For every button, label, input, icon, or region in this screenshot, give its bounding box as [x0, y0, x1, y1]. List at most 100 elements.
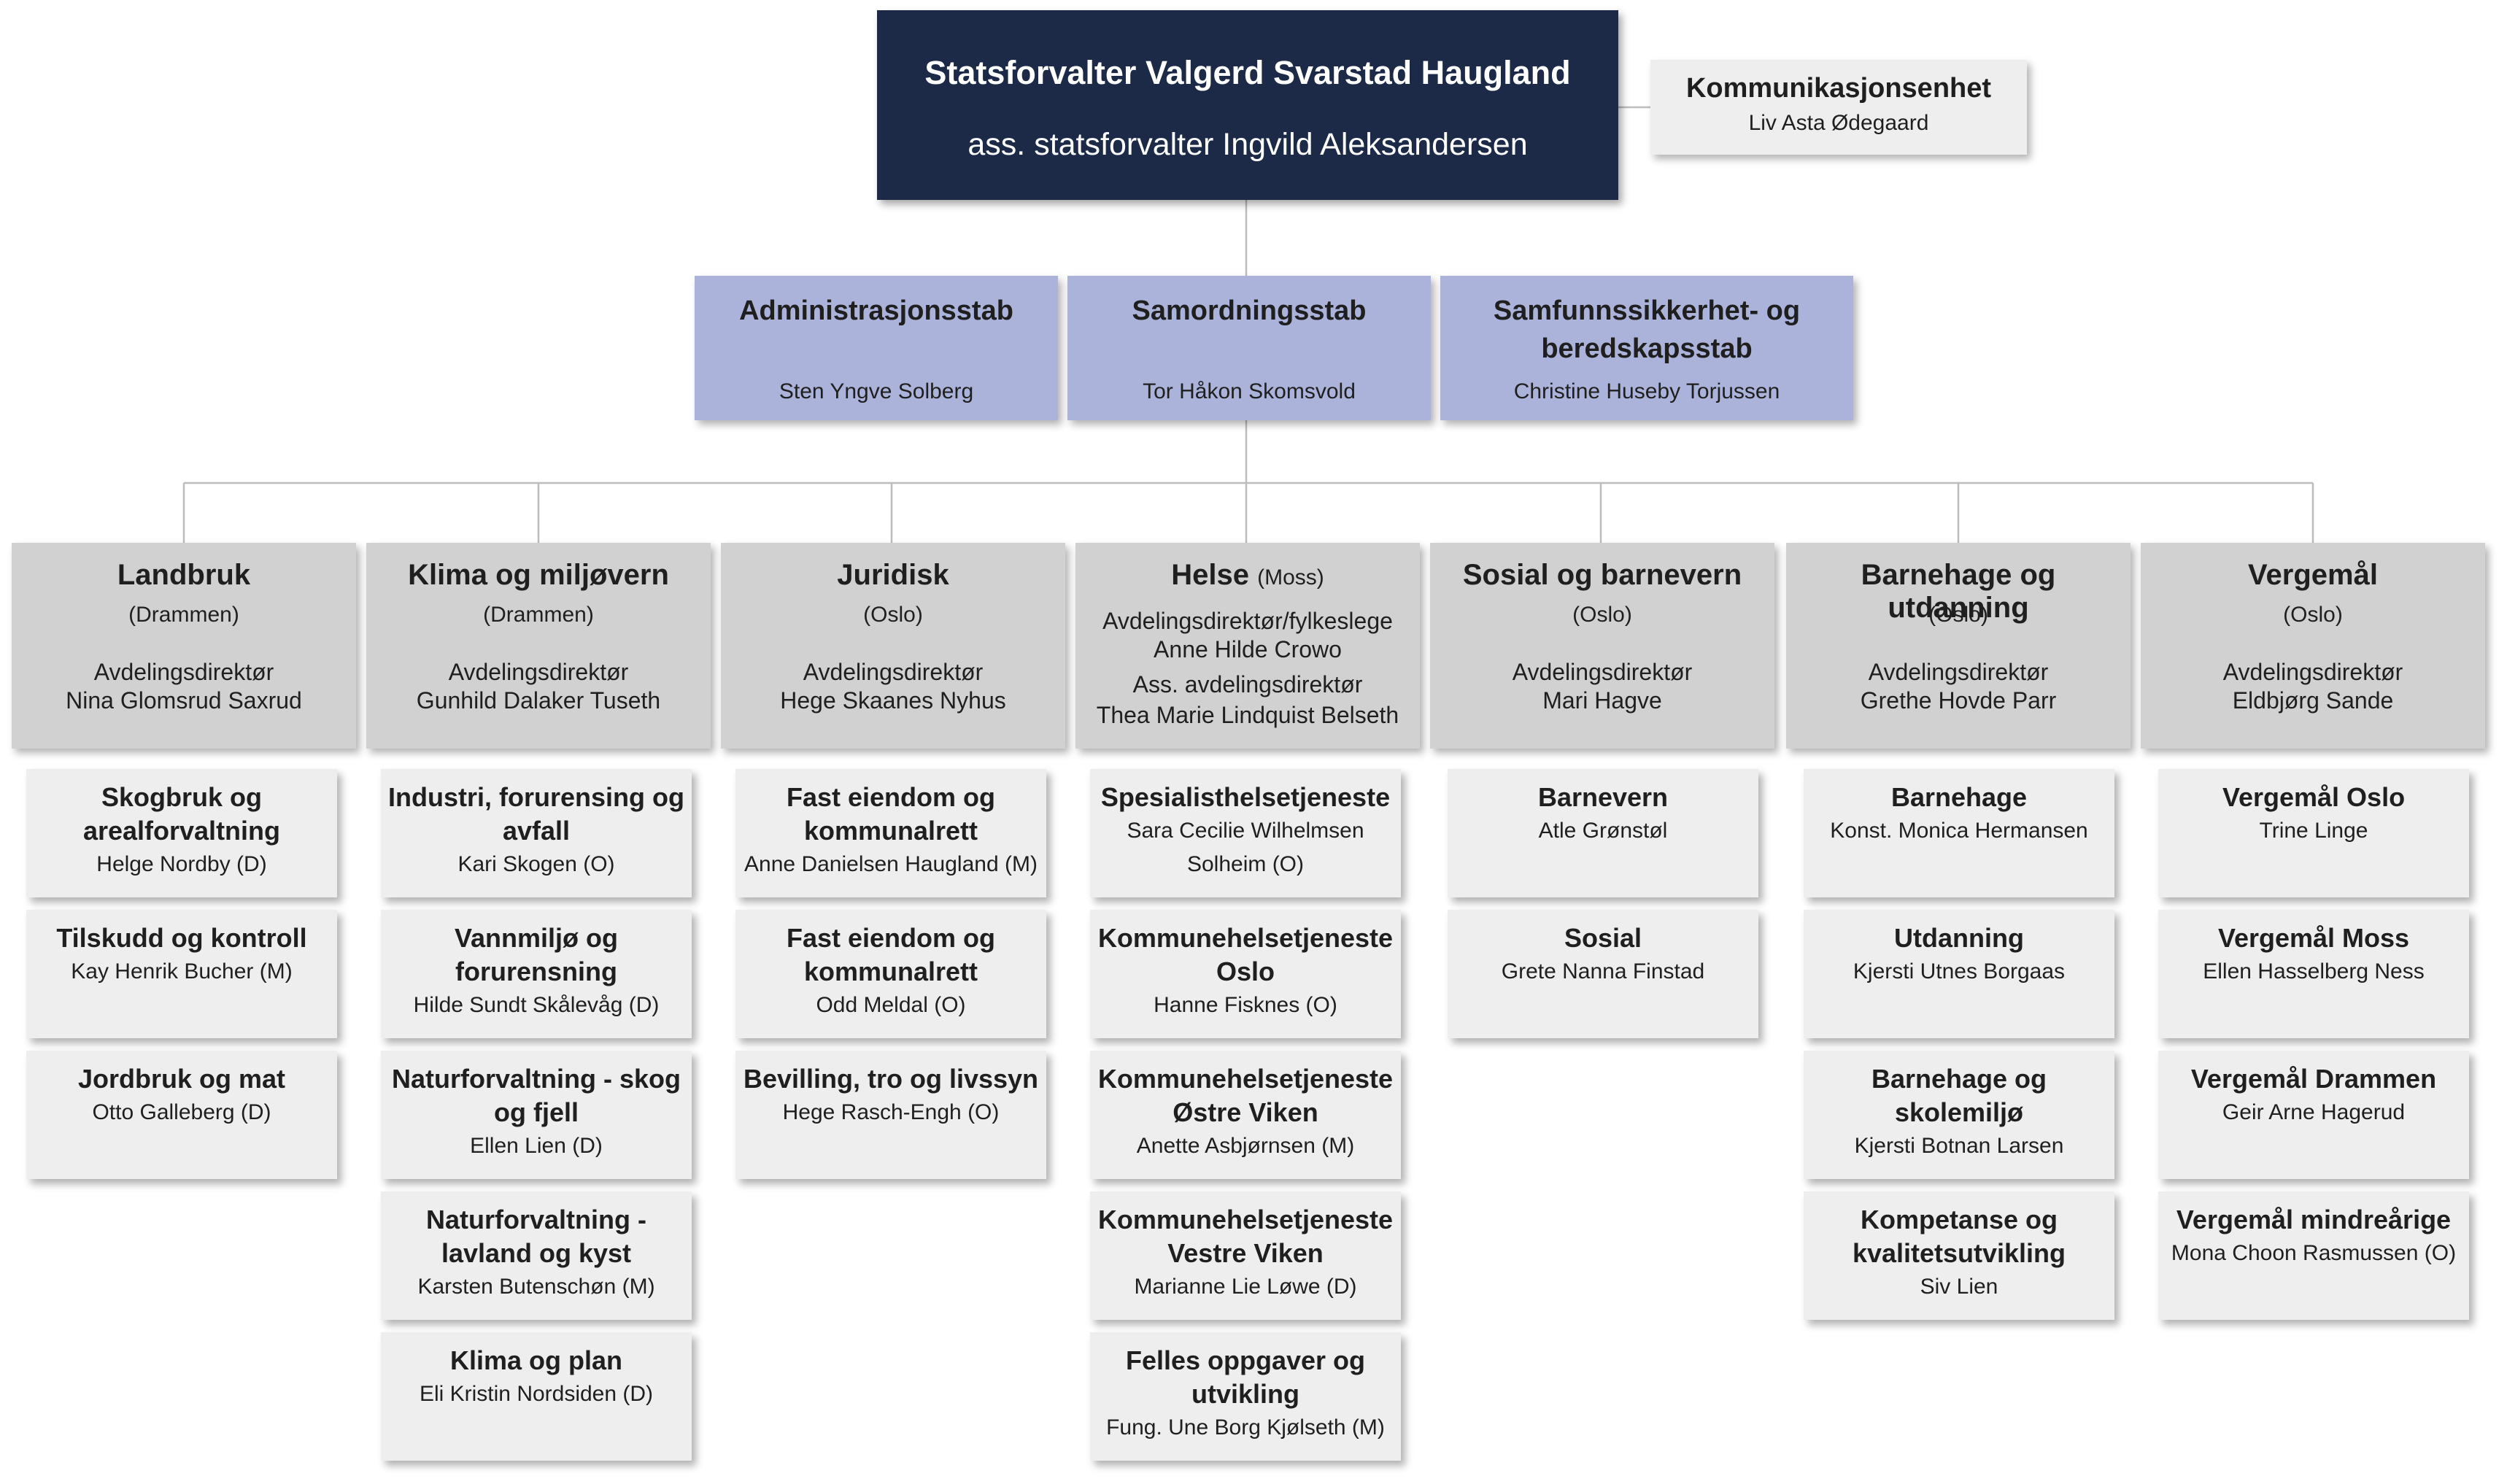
unit-person: Hilde Sundt Skålevåg (D) [413, 993, 660, 1017]
staff-person: Tor Håkon Skomsvold [1143, 379, 1356, 403]
unit-title: Jordbruk og mat [77, 1064, 286, 1094]
unit-title: Barnehage [1890, 782, 2028, 812]
department-name: Vergemål [2248, 559, 2378, 591]
department-name: Juridisk [837, 559, 949, 591]
staff-box-administrasjon: Administrasjonsstab Sten Yngve Solberg [695, 276, 1058, 420]
unit-person: Siv Lien [1920, 1275, 1998, 1299]
unit-box: Fast eiendom og kommunalrett Odd Meldal … [735, 910, 1046, 1038]
department-director-role: Avdelingsdirektør [1868, 659, 2049, 685]
department-director-role: Avdelingsdirektør [93, 659, 274, 685]
unit-person: Konst. Monica Hermansen [1830, 819, 2088, 843]
unit-box: Vergemål Oslo Trine Linge [2158, 769, 2469, 897]
unit-title: Tilskudd og kontroll [56, 923, 307, 953]
unit-person: Helge Nordby (D) [96, 852, 267, 876]
unit-box: Vergemål Moss Ellen Hasselberg Ness [2158, 910, 2469, 1038]
department-landbruk: Landbruk (Drammen) Avdelingsdirektør Nin… [12, 543, 356, 749]
unit-person: Hege Rasch-Engh (O) [782, 1100, 1000, 1124]
department-location: (Oslo) [2283, 603, 2343, 627]
unit-title: Vergemål mindreårige [2176, 1205, 2452, 1234]
department-director-role: Avdelingsdirektør [2222, 659, 2403, 685]
unit-box: Jordbruk og mat Otto Galleberg (D) [26, 1051, 337, 1179]
unit-person: Kjersti Botnan Larsen [1854, 1134, 2064, 1158]
unit-box: Barnevern Atle Grønstøl [1448, 769, 1758, 897]
leader-box: Statsforvalter Valgerd Svarstad Haugland… [877, 10, 1618, 200]
unit-box: Spesialisthelsetjeneste Sara Cecilie Wil… [1090, 769, 1401, 897]
unit-box: Skogbruk og arealforvaltning Helge Nordb… [26, 769, 337, 897]
unit-person: Kjersti Utnes Borgaas [1853, 959, 2066, 983]
staff-person: Christine Huseby Torjussen [1513, 379, 1780, 403]
department-name: Landbruk [117, 559, 251, 591]
unit-box: Barnehage Konst. Monica Hermansen [1804, 769, 2114, 897]
communication-unit-person: Liv Asta Ødegaard [1748, 111, 1929, 135]
unit-person: Kari Skogen (O) [457, 852, 615, 876]
unit-box: Vannmiljø og forurensning Hilde Sundt Sk… [381, 910, 692, 1038]
unit-person: Trine Linge [2259, 819, 2368, 843]
unit-box: Felles oppgaver og utvikling Fung. Une B… [1090, 1332, 1401, 1461]
department-director: Grethe Hovde Parr [1860, 687, 2057, 714]
department-helse: Helse (Moss) Avdelingsdirektør/fylkesleg… [1075, 543, 1420, 749]
department-vergemal: Vergemål (Oslo) Avdelingsdirektør Eldbjø… [2141, 543, 2485, 749]
unit-person: Ellen Lien (D) [470, 1134, 603, 1158]
department-juridisk: Juridisk (Oslo) Avdelingsdirektør Hege S… [721, 543, 1065, 749]
unit-box: Tilskudd og kontroll Kay Henrik Bucher (… [26, 910, 337, 1038]
unit-person: Odd Meldal (O) [816, 993, 966, 1017]
unit-box: Industri, forurensing og avfall Kari Sko… [381, 769, 692, 897]
department-location: (Oslo) [1928, 603, 1988, 627]
unit-person: Ellen Hasselberg Ness [2203, 959, 2425, 983]
unit-title: Utdanning [1894, 923, 2024, 953]
unit-box: Kompetanse og kvalitetsutvikling Siv Lie… [1804, 1191, 2114, 1320]
department-director: Mari Hagve [1542, 687, 1662, 714]
department-assistant-director: Thea Marie Lindquist Belseth [1096, 702, 1399, 728]
unit-title: Vergemål Moss [2217, 923, 2410, 953]
unit-box: Barnehage og skolemiljø Kjersti Botnan L… [1804, 1051, 2114, 1179]
unit-title: Bevilling, tro og livssyn [743, 1064, 1039, 1094]
leader-title: Statsforvalter Valgerd Svarstad Haugland [924, 54, 1571, 91]
unit-box: Naturforvaltning - skog og fjell Ellen L… [381, 1051, 692, 1179]
department-director: Hege Skaanes Nyhus [780, 687, 1006, 714]
unit-title: Barnehage og skolemiljø [1871, 1064, 2047, 1127]
unit-title: Kommunehelsetjeneste Oslo [1097, 923, 1394, 986]
unit-box: Vergemål Drammen Geir Arne Hagerud [2158, 1051, 2469, 1179]
unit-person: Geir Arne Hagerud [2222, 1100, 2406, 1124]
department-director: Gunhild Dalaker Tuseth [416, 687, 661, 714]
unit-person: Otto Galleberg (D) [92, 1100, 271, 1124]
department-location: (Drammen) [483, 603, 594, 627]
department-director-role: Avdelingsdirektør [1512, 659, 1693, 685]
unit-person-cont: Solheim (O) [1186, 852, 1305, 876]
unit-title: Industri, forurensing og avfall [388, 782, 684, 846]
department-assistant-role: Ass. avdelingsdirektør [1132, 671, 1363, 697]
department-director: Anne Hilde Crowo [1154, 636, 1342, 662]
unit-box: Kommunehelsetjeneste Oslo Hanne Fisknes … [1090, 910, 1401, 1038]
unit-box: Kommunehelsetjeneste Østre Viken Anette … [1090, 1051, 1401, 1179]
unit-person: Hanne Fisknes (O) [1154, 993, 1337, 1017]
unit-title: Fast eiendom og kommunalrett [786, 782, 996, 846]
department-name: Helse [1171, 559, 1249, 591]
unit-title: Kommunehelsetjeneste Vestre Viken [1097, 1205, 1394, 1268]
unit-title: Barnevern [1537, 782, 1669, 812]
unit-person: Grete Nanna Finstad [1501, 959, 1705, 983]
staff-name: Samfunnssikkerhet- og beredskapsstab [1493, 295, 1801, 364]
unit-title: Fast eiendom og kommunalrett [786, 923, 996, 986]
department-director: Nina Glomsrud Saxrud [66, 687, 302, 714]
unit-title: Spesialisthelsetjeneste [1100, 782, 1391, 812]
department-director: Eldbjørg Sande [2232, 687, 2394, 714]
staff-box-samordning: Samordningsstab Tor Håkon Skomsvold [1067, 276, 1431, 420]
unit-box: Fast eiendom og kommunalrett Anne Daniel… [735, 769, 1046, 897]
unit-box: Sosial Grete Nanna Finstad [1448, 910, 1758, 1038]
department-name: Klima og miljøvern [408, 559, 669, 591]
unit-title: Skogbruk og arealforvaltning [82, 782, 281, 846]
communication-unit-name: Kommunikasjonsenhet [1685, 73, 1992, 104]
unit-box: Kommunehelsetjeneste Vestre Viken Marian… [1090, 1191, 1401, 1320]
department-name-row: Helse (Moss) [1080, 559, 1415, 592]
department-director-role: Avdelingsdirektør/fylkeslege [1102, 608, 1393, 634]
unit-person: Eli Kristin Nordsiden (D) [419, 1382, 654, 1406]
unit-title: Naturforvaltning - skog og fjell [391, 1064, 681, 1127]
communication-unit-box: Kommunikasjonsenhet Liv Asta Ødegaard [1650, 60, 2027, 155]
unit-title: Vannmiljø og forurensning [454, 923, 618, 986]
unit-box: Bevilling, tro og livssyn Hege Rasch-Eng… [735, 1051, 1046, 1179]
department-location: (Oslo) [863, 603, 923, 627]
unit-person: Anette Asbjørnsen (M) [1136, 1134, 1355, 1158]
department-location: (Moss) [1257, 565, 1324, 590]
unit-person: Mona Choon Rasmussen (O) [2171, 1241, 2457, 1265]
